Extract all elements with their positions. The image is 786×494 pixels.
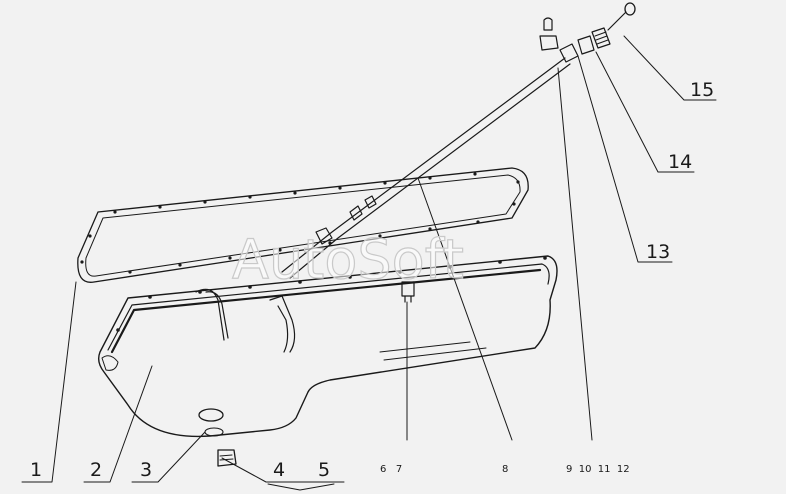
callout-4: 4 <box>273 459 285 481</box>
suction-tubes <box>195 288 296 353</box>
leader-lines <box>21 35 717 491</box>
callout-5: 5 <box>318 459 330 481</box>
callout-15: 15 <box>690 79 714 101</box>
dipstick-guide-tube <box>281 57 571 279</box>
gasket-bolt-holes <box>80 172 520 274</box>
callout-13: 13 <box>646 241 670 263</box>
oil-pan-gasket <box>77 167 529 283</box>
callout-6-7: 6 7 <box>380 464 402 475</box>
callout-8: 8 <box>502 464 508 475</box>
callout-3: 3 <box>140 459 152 481</box>
drain-plug-assembly <box>198 408 237 467</box>
callout-14: 14 <box>668 151 692 173</box>
callout-1: 1 <box>30 459 42 481</box>
callout-2: 2 <box>90 459 102 481</box>
pan-flange-bolts <box>116 256 547 332</box>
dipstick-head-parts <box>539 2 636 63</box>
callout-9-12: 9 10 11 12 <box>566 464 630 475</box>
oil-pan <box>97 255 558 438</box>
watermark-text: AutoSoft <box>232 228 464 291</box>
sensor-plug <box>401 281 415 303</box>
